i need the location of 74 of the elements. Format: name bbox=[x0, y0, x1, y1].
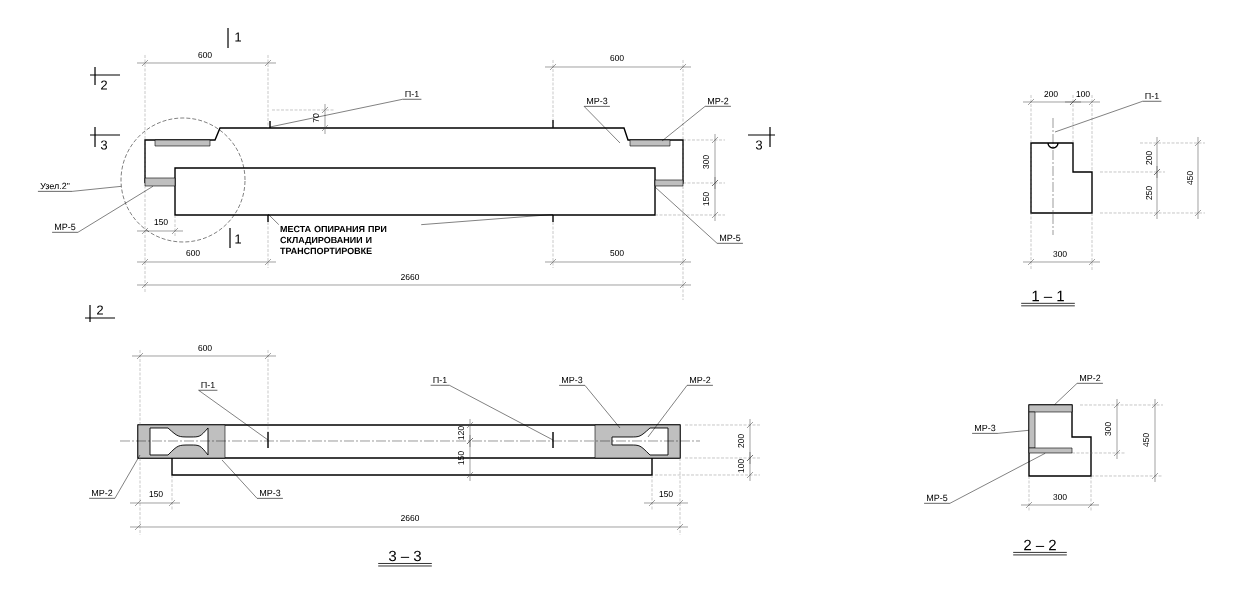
note-text: МЕСТА ОПИРАНИЯ ПРИ СКЛАДИРОВАНИИ И ТРАНСПОРТИРОВКЕ bbox=[280, 225, 387, 255]
leader-line bbox=[221, 459, 258, 499]
leader-line bbox=[661, 106, 706, 142]
callout-label: МР-3 bbox=[971, 424, 999, 434]
dimension-text: 100 bbox=[1076, 91, 1090, 97]
dimension-text: 100 bbox=[738, 459, 744, 473]
dimension-text: 300 bbox=[1053, 494, 1067, 500]
steel-plate bbox=[1028, 411, 1036, 449]
leader-line bbox=[583, 106, 621, 144]
dimension-text: 2660 bbox=[401, 274, 420, 280]
dimension-text: 600 bbox=[198, 345, 212, 351]
callout-label: МР-2 bbox=[88, 489, 116, 499]
dimension-text: 150 bbox=[659, 491, 673, 497]
callout-label: МР-5 bbox=[716, 234, 744, 244]
leader-line bbox=[198, 390, 269, 441]
leader-line bbox=[1054, 101, 1143, 133]
leader-line bbox=[1054, 383, 1078, 405]
callout-label: П-1 bbox=[430, 376, 450, 386]
dimension-text: 600 bbox=[198, 52, 212, 58]
dimension-text: 200 bbox=[738, 434, 744, 448]
dimension-text: 120 bbox=[458, 426, 464, 440]
dimension-text: 2660 bbox=[401, 515, 420, 521]
leader-line bbox=[654, 186, 718, 244]
section-number: 2 bbox=[97, 305, 103, 315]
dimension-text: 300 bbox=[1105, 422, 1111, 436]
dimension-text: 500 bbox=[610, 250, 624, 256]
leader-line bbox=[267, 213, 280, 225]
steel-plate bbox=[1028, 447, 1073, 454]
callout-label: МР-3 bbox=[256, 489, 284, 499]
leader-line bbox=[449, 385, 554, 441]
dimension-text: 600 bbox=[186, 250, 200, 256]
dimension-text: 200 bbox=[1044, 91, 1058, 97]
dimension-text: 200 bbox=[1146, 151, 1152, 165]
leader-line bbox=[71, 186, 122, 192]
callout-label: МР-2 bbox=[686, 376, 714, 386]
section-title: 1 – 1 bbox=[1020, 290, 1076, 307]
dimension-text: 150 bbox=[154, 219, 168, 225]
leader-line bbox=[584, 385, 621, 429]
callout-label: МР-5 bbox=[51, 223, 79, 233]
callout-label: МР-5 bbox=[923, 494, 951, 504]
dimension-text: 250 bbox=[1146, 186, 1152, 200]
callout-label: МР-2 bbox=[1076, 374, 1104, 384]
dimension-text: 150 bbox=[703, 192, 709, 206]
dimension-text: 150 bbox=[149, 491, 163, 497]
callout-label: Узел.2" bbox=[37, 182, 73, 192]
section-title: 3 – 3 bbox=[377, 550, 433, 567]
dimension-text: 70 bbox=[313, 113, 319, 123]
leader-line bbox=[114, 454, 141, 499]
section-title: 2 – 2 bbox=[1012, 539, 1068, 556]
dimension-text: 450 bbox=[1187, 171, 1193, 185]
section-number: 3 bbox=[100, 140, 108, 150]
leader-line bbox=[647, 385, 688, 438]
callout-label: П-1 bbox=[198, 381, 218, 391]
detail-circle bbox=[120, 117, 246, 243]
callout-label: МР-3 bbox=[558, 376, 586, 386]
steel-plate bbox=[144, 177, 176, 187]
leader-line bbox=[269, 99, 403, 128]
leader-line bbox=[949, 453, 1046, 504]
callout-label: МР-3 bbox=[583, 97, 611, 107]
callout-label: П-1 bbox=[1142, 92, 1162, 102]
section-number: 1 bbox=[235, 32, 241, 42]
dimension-text: 600 bbox=[610, 55, 624, 61]
section-number: 2 bbox=[101, 80, 107, 90]
dimension-text: 300 bbox=[1053, 251, 1067, 257]
leader-line bbox=[420, 214, 554, 225]
callout-label: МР-2 bbox=[704, 97, 732, 107]
section-number: 3 bbox=[755, 140, 763, 150]
callout-label: П-1 bbox=[402, 90, 422, 100]
steel-plate bbox=[1028, 404, 1073, 413]
leader-line bbox=[997, 430, 1029, 434]
section-number: 1 bbox=[235, 234, 241, 244]
dimension-text: 300 bbox=[703, 155, 709, 169]
leader-line bbox=[77, 186, 154, 233]
dimension-text: 450 bbox=[1143, 433, 1149, 447]
